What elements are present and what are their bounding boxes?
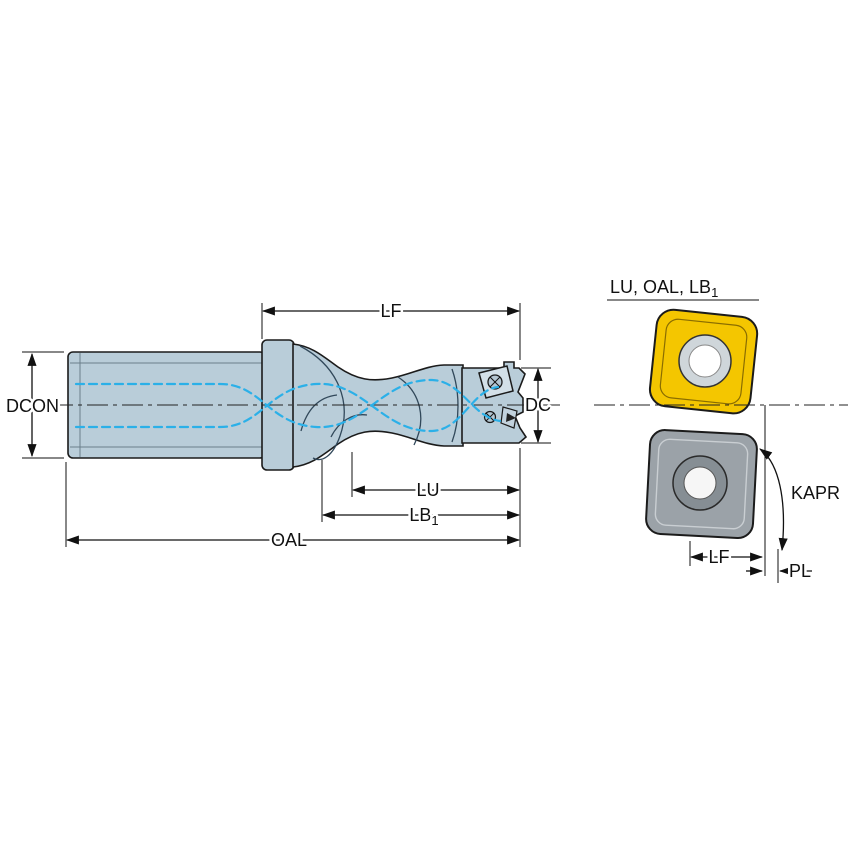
drill-side-view: DCON LF DC LU LB1 bbox=[4, 299, 560, 553]
head-boundary-line bbox=[451, 368, 459, 443]
pocket-notch bbox=[506, 413, 516, 422]
angle-arc bbox=[759, 448, 788, 552]
dim-label-oal: OAL bbox=[271, 530, 307, 550]
insert-hole bbox=[688, 344, 722, 378]
dim-lf: LF bbox=[261, 299, 521, 360]
coolant-duct-line bbox=[74, 382, 500, 433]
dim-dc: DC bbox=[521, 367, 554, 444]
insert-yellow-chamfer-line bbox=[659, 318, 748, 405]
dim-lb1: LB1 bbox=[321, 460, 521, 531]
insert-dims-label: LU, OAL, LB1 bbox=[610, 277, 718, 300]
dim-lu: LU bbox=[351, 448, 521, 547]
dim-pl: PL bbox=[746, 549, 814, 584]
insert-view: LU, OAL, LB1 KAPR LF bbox=[594, 275, 848, 584]
flute-spiral-line bbox=[299, 345, 345, 461]
dim-label-dcon: DCON bbox=[6, 396, 59, 416]
insert-gray-bevel-line bbox=[654, 438, 749, 530]
insert-hole bbox=[683, 466, 717, 500]
flute-runout-line bbox=[330, 414, 368, 438]
dim-label-kapr: KAPR bbox=[791, 483, 840, 503]
dim-label-dc: DC bbox=[525, 395, 551, 415]
dim-lf-insert: LF bbox=[689, 541, 764, 570]
dim-label-pl: PL bbox=[789, 561, 811, 581]
dim-dcon: DCON bbox=[4, 351, 64, 459]
dim-label-lu: LU bbox=[416, 480, 439, 500]
dim-label-lf: LF bbox=[380, 301, 401, 321]
dim-label-lf-insert: LF bbox=[708, 547, 729, 567]
dim-kapr: KAPR bbox=[759, 405, 843, 576]
screw-cross-line bbox=[489, 376, 501, 388]
coolant-duct-line bbox=[74, 378, 502, 429]
flute-spiral-line bbox=[397, 376, 422, 446]
dim-oal: OAL bbox=[65, 462, 521, 553]
dim-label-lb1: LB1 bbox=[409, 505, 438, 528]
